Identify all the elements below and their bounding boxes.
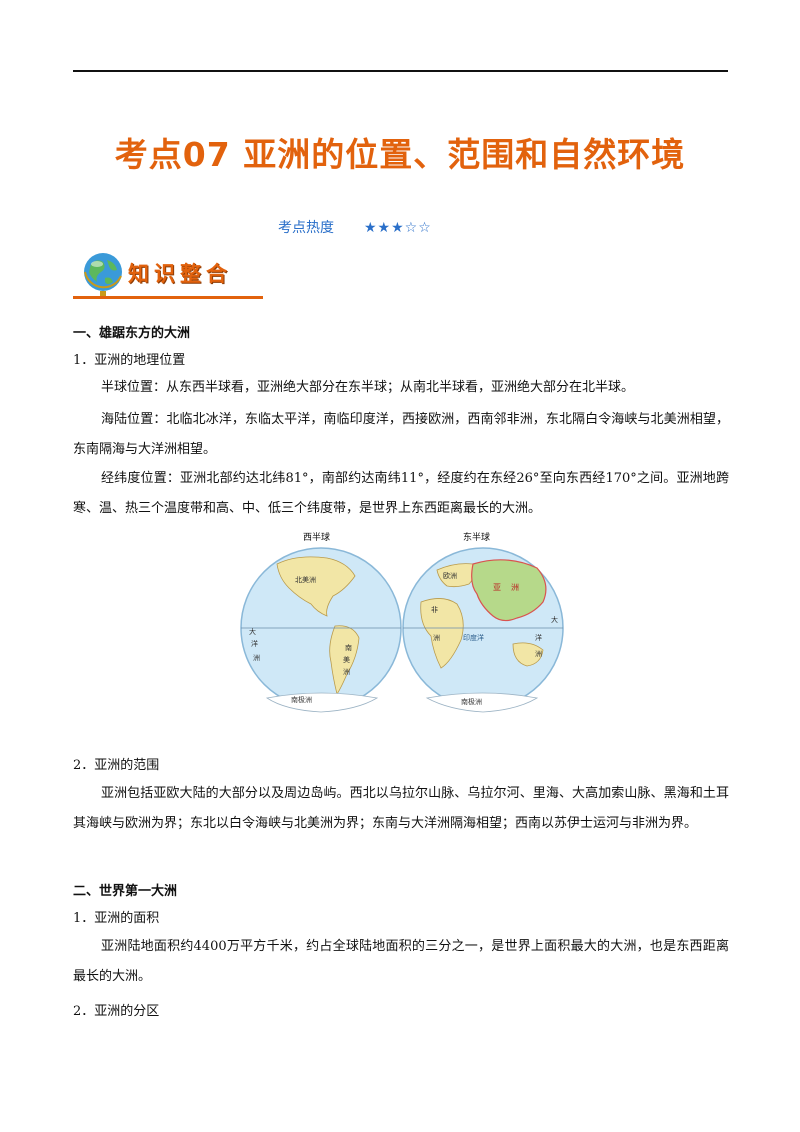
- paragraph-extent: 亚洲包括亚欧大陆的大部分以及周边岛屿。西北以乌拉尔山脉、乌拉尔河、里海、大高加索…: [73, 786, 729, 831]
- map-label-africa-1: 非: [431, 605, 438, 614]
- map-label-oceania-east-2: 洋: [535, 633, 542, 642]
- map-label-west: 西半球: [303, 531, 330, 543]
- section-2-sub-2: 2．亚洲的分区: [73, 1004, 160, 1019]
- section-2-sub-1: 1．亚洲的面积: [73, 911, 160, 926]
- map-label-asia-1: 亚: [493, 583, 501, 592]
- section-1-title: 一、雄踞东方的大洲: [73, 326, 191, 341]
- section-1-sub-2: 2．亚洲的范围: [73, 758, 160, 773]
- map-label-oceania-west-1: 大: [249, 627, 256, 636]
- map-label-east: 东半球: [463, 531, 490, 543]
- page-title: 考点07 亚洲的位置、范围和自然环境: [114, 135, 686, 174]
- banner-underline: [73, 296, 263, 299]
- map-label-oceania-east-3: 洲: [535, 650, 542, 658]
- map-label-antarctica-east: 南极洲: [461, 697, 482, 706]
- top-rule: [73, 70, 728, 72]
- map-label-oceania-west-3: 洲: [253, 654, 260, 662]
- map-label-south-america-2: 美: [343, 655, 350, 664]
- map-label-indian-ocean: 印度洋: [463, 633, 484, 642]
- eastern-hemisphere: [402, 547, 564, 713]
- map-label-north-america: 北美洲: [295, 575, 316, 584]
- paragraph-sea-land: 海陆位置：北临北冰洋，东临太平洋，南临印度洋，西接欧洲，西南邻非洲，东北隔白令海…: [73, 412, 729, 457]
- world-hemispheres-map: 西半球 东半球 北美洲 南 美 洲 大 洋 洲 南极洲 亚 洲 欧洲 非 洲 印…: [240, 531, 564, 713]
- paragraph-hemisphere: 半球位置：从东西半球看，亚洲绝大部分在东半球；从南北半球看，亚洲绝大部分在北半球…: [101, 380, 635, 395]
- map-label-europe: 欧洲: [443, 571, 457, 580]
- section-2-title: 二、世界第一大洲: [73, 884, 178, 899]
- heat-stars: ★★★☆☆: [364, 220, 432, 236]
- map-label-antarctica-west: 南极洲: [291, 695, 312, 704]
- heat-label: 考点热度: [278, 220, 334, 236]
- paragraph-area: 亚洲陆地面积约4400万平方千米，约占全球陆地面积的三分之一，是世界上面积最大的…: [73, 939, 729, 984]
- map-label-africa-2: 洲: [433, 634, 440, 642]
- paragraph-lat-lon: 经纬度位置：亚洲北部约达北纬81°，南部约达南纬11°，经度约在东经26°至向东…: [73, 471, 729, 516]
- map-label-asia-2: 洲: [511, 583, 519, 592]
- western-hemisphere: [240, 547, 402, 713]
- section-1-sub-1: 1．亚洲的地理位置: [73, 353, 186, 368]
- heat-rating: 考点热度 ★★★☆☆: [278, 217, 432, 237]
- map-label-oceania-west-2: 洋: [251, 639, 258, 648]
- banner-label: 知识整合: [128, 262, 232, 286]
- map-label-oceania-east-1: 大: [551, 615, 558, 624]
- map-label-south-america-3: 洲: [343, 668, 350, 676]
- map-label-south-america-1: 南: [345, 643, 352, 652]
